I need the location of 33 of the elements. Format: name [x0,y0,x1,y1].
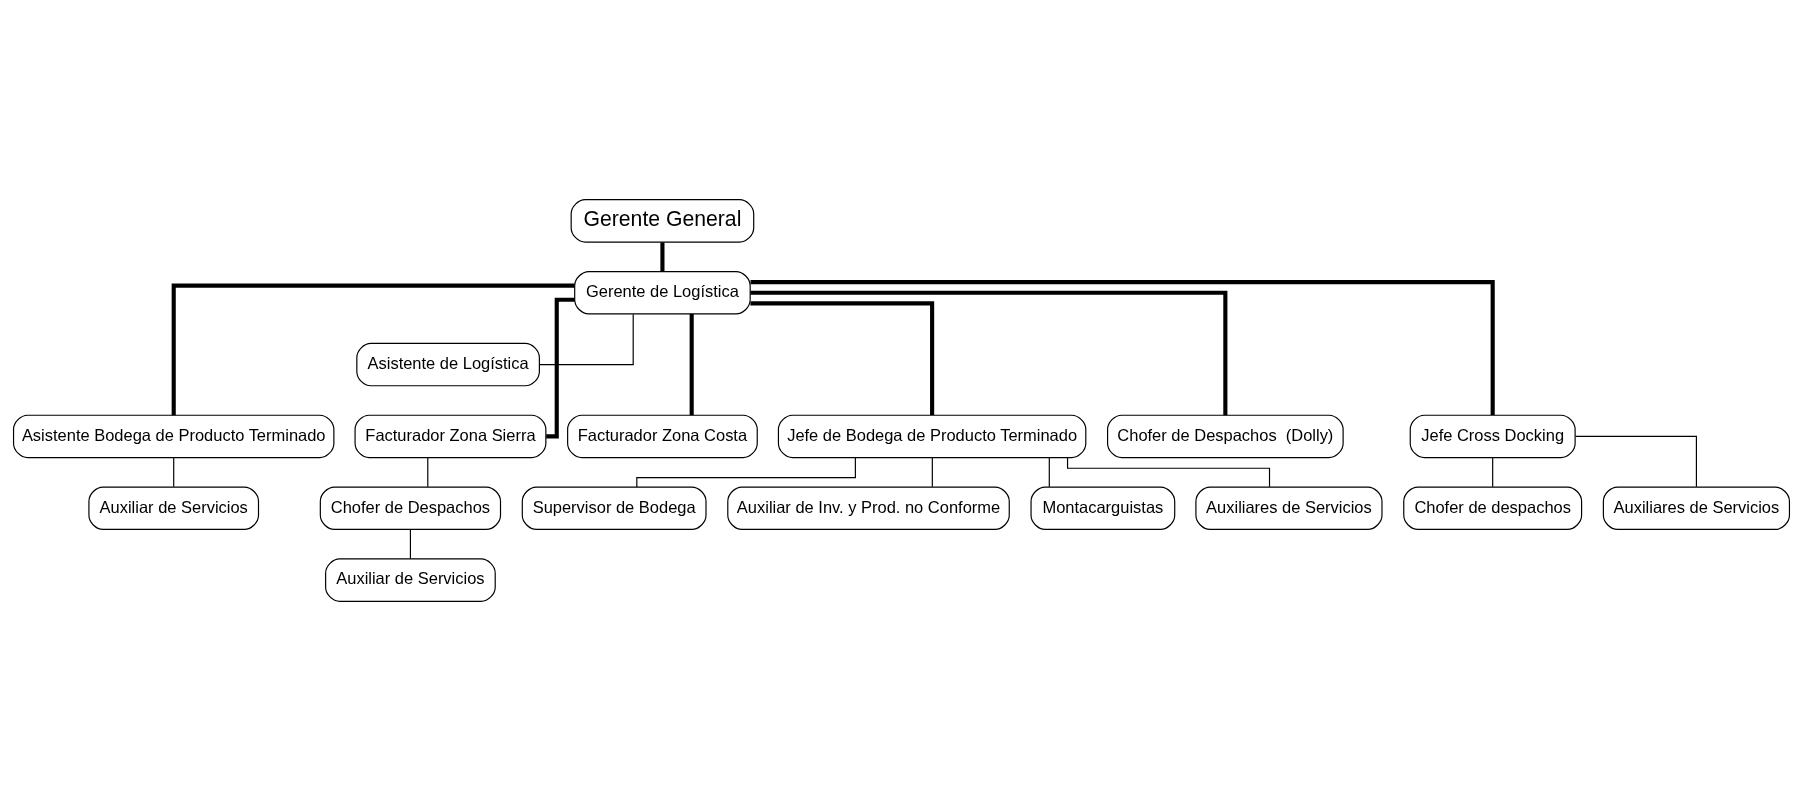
node-box: Auxiliares de Servicios [1602,486,1791,531]
connector [1574,435,1697,488]
node-box: Gerente General [570,199,755,243]
node-box: Asistente Bodega de Producto Terminado [12,414,335,459]
connector [750,301,935,416]
connector [750,290,1228,416]
connector [931,457,933,488]
connector [689,313,694,416]
connector [546,297,575,439]
node-box: Auxiliares de Servicios [1195,486,1383,531]
connector [1048,457,1050,488]
node-box: Auxiliar de Servicios [325,558,496,602]
node-box: Facturador Zona Sierra [354,414,547,459]
node-box: Jefe Cross Docking [1409,414,1576,459]
node-box: Chofer de Despachos (Dolly) [1107,414,1344,459]
node-box: Asistente de Logística [356,342,540,387]
connector [171,283,575,416]
node-box: Chofer de despachos [1403,486,1583,531]
connector [1492,457,1494,488]
connector [427,457,429,488]
connector [660,242,665,272]
node-box: Gerente de Logística [574,270,751,315]
node-box: Jefe de Bodega de Producto Terminado [777,414,1087,459]
connector [409,529,411,560]
node-box: Montacarguistas [1030,486,1176,531]
connector [750,280,1495,415]
node-box: Facturador Zona Costa [567,414,758,459]
node-box: Auxiliar de Inv. y Prod. no Conforme [727,486,1010,531]
node-box: Auxiliar de Servicios [88,486,260,531]
connector [173,457,175,488]
node-box: Supervisor de Bodega [521,486,707,531]
connector [538,313,634,366]
node-box: Chofer de Despachos [319,486,502,531]
